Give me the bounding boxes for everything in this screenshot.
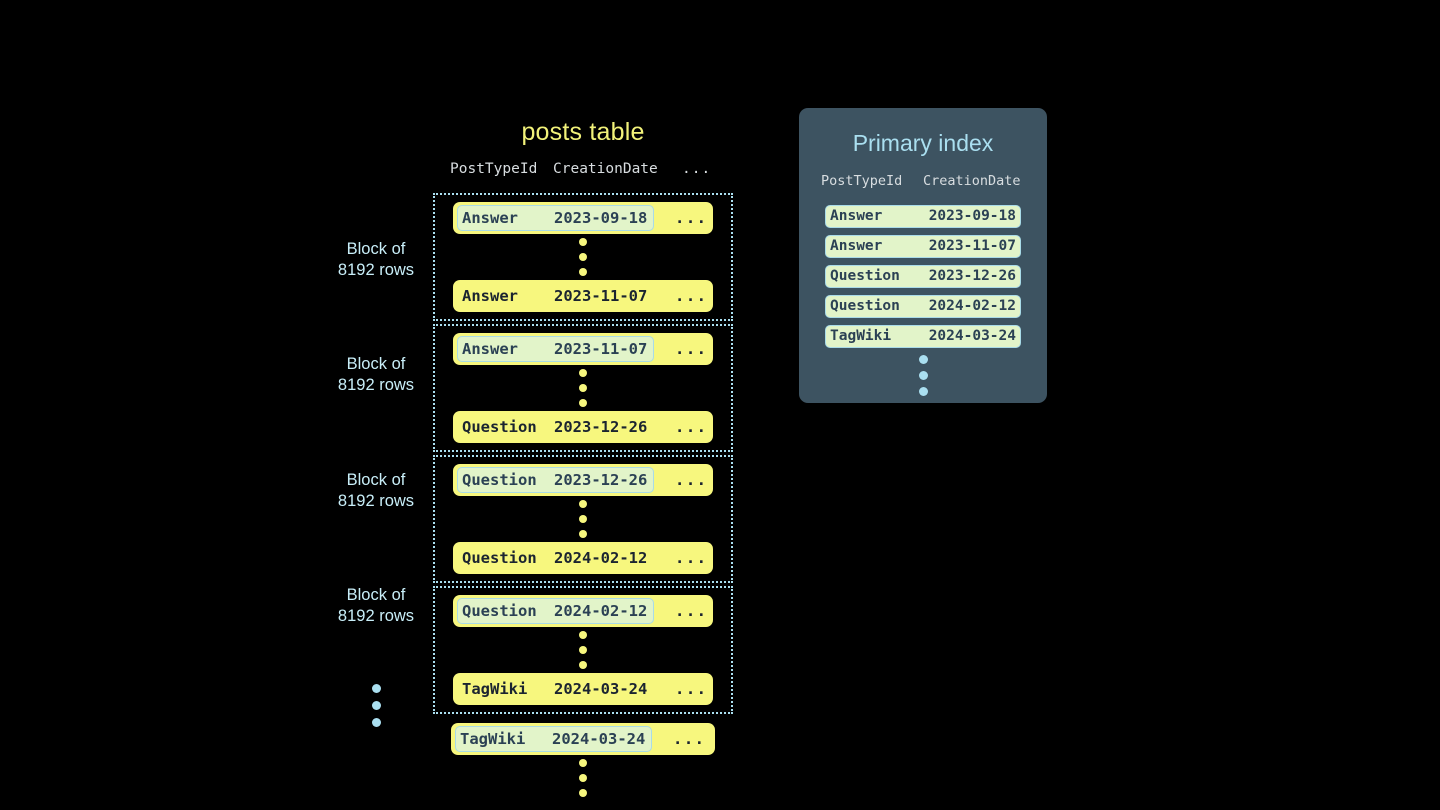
- cell-more: ...: [675, 287, 708, 305]
- cell-posttypeid: Answer: [462, 287, 518, 305]
- block-label-4: Block of 8192 rows: [337, 586, 415, 625]
- cell-more: ...: [675, 340, 708, 358]
- cell-posttypeid: Answer: [830, 238, 883, 254]
- posts-table-group: posts table PostTypeId CreationDate ... …: [433, 118, 733, 801]
- cell-posttypeid: Question: [462, 549, 537, 567]
- cell-posttypeid: Question: [462, 602, 537, 620]
- cell-posttypeid: TagWiki: [462, 680, 528, 698]
- index-mark-highlight: [457, 467, 654, 493]
- posts-table-column-headers: PostTypeId CreationDate ...: [433, 161, 733, 183]
- column-header-posttypeid: PostTypeId: [450, 161, 538, 177]
- cell-creationdate: 2024-03-24: [554, 680, 648, 698]
- cell-more: ...: [675, 209, 708, 227]
- cell-creationdate: 2023-09-18: [928, 208, 1016, 224]
- block-2: Answer 2023-11-07 ... Question 2023-12-2…: [433, 324, 733, 452]
- index-column-header-creationdate: CreationDate: [923, 173, 1021, 189]
- index-entry-row: TagWiki 2024-03-24: [825, 325, 1021, 348]
- block-3: Question 2023-12-26 ... Question 2024-02…: [433, 455, 733, 583]
- cell-more: ...: [673, 730, 706, 748]
- cell-creationdate: 2023-12-26: [554, 471, 648, 489]
- cell-posttypeid: TagWiki: [830, 328, 892, 344]
- table-row: Question 2024-02-12 ...: [453, 542, 713, 574]
- table-row: Question 2024-02-12 ...: [453, 595, 713, 627]
- index-column-header-posttypeid: PostTypeId: [821, 173, 903, 189]
- trailing-row-group: TagWiki 2024-03-24 ...: [433, 723, 733, 801]
- cell-creationdate: 2023-11-07: [554, 287, 648, 305]
- index-mark-highlight: [457, 205, 654, 231]
- cell-creationdate: 2024-03-24: [552, 730, 646, 748]
- table-row: Answer 2023-11-07 ...: [453, 333, 713, 365]
- cell-posttypeid: Question: [830, 268, 900, 284]
- table-row: TagWiki 2024-03-24 ...: [451, 723, 715, 755]
- primary-index-entries: Answer 2023-09-18 Answer 2023-11-07 Ques…: [799, 205, 1047, 396]
- cell-more: ...: [675, 680, 708, 698]
- index-entry-row: Answer 2023-09-18: [825, 205, 1021, 228]
- cell-creationdate: 2023-12-26: [928, 268, 1016, 284]
- cell-creationdate: 2023-12-26: [554, 418, 648, 436]
- vertical-ellipsis-icon: [435, 496, 731, 542]
- cell-creationdate: 2024-02-12: [928, 298, 1016, 314]
- index-mark-highlight: [457, 336, 654, 362]
- cell-more: ...: [675, 602, 708, 620]
- vertical-ellipsis-icon: [435, 627, 731, 673]
- blocks-continue-ellipsis-icon: [360, 684, 392, 727]
- block-label-3: Block of 8192 rows: [337, 471, 415, 510]
- primary-index-title: Primary index: [852, 130, 994, 156]
- primary-index-column-headers: PostTypeId CreationDate: [799, 173, 1047, 193]
- primary-index-panel: Primary index PostTypeId CreationDate An…: [799, 108, 1047, 403]
- table-row: TagWiki 2024-03-24 ...: [453, 673, 713, 705]
- index-entry-row: Question 2023-12-26: [825, 265, 1021, 288]
- cell-posttypeid: Answer: [830, 208, 883, 224]
- column-header-more: ...: [682, 161, 712, 177]
- cell-posttypeid: Question: [830, 298, 900, 314]
- cell-posttypeid: Answer: [462, 209, 518, 227]
- table-row: Answer 2023-09-18 ...: [453, 202, 713, 234]
- vertical-ellipsis-icon: [435, 234, 731, 280]
- vertical-ellipsis-icon: [435, 365, 731, 411]
- table-row: Question 2023-12-26 ...: [453, 464, 713, 496]
- cell-more: ...: [675, 549, 708, 567]
- index-mark-highlight: [457, 598, 654, 624]
- column-header-creationdate: CreationDate: [553, 161, 658, 177]
- cell-posttypeid: Question: [462, 418, 537, 436]
- index-entry-row: Answer 2023-11-07: [825, 235, 1021, 258]
- table-row: Answer 2023-11-07 ...: [453, 280, 713, 312]
- cell-creationdate: 2023-09-18: [554, 209, 648, 227]
- posts-table-title: posts table: [521, 118, 645, 146]
- cell-creationdate: 2023-11-07: [554, 340, 648, 358]
- cell-creationdate: 2024-02-12: [554, 602, 648, 620]
- cell-posttypeid: TagWiki: [460, 730, 526, 748]
- block-1: Answer 2023-09-18 ... Answer 2023-11-07 …: [433, 193, 733, 321]
- cell-more: ...: [675, 471, 708, 489]
- cell-more: ...: [675, 418, 708, 436]
- vertical-ellipsis-icon: [433, 755, 733, 801]
- cell-creationdate: 2024-03-24: [928, 328, 1016, 344]
- cell-posttypeid: Answer: [462, 340, 518, 358]
- cell-creationdate: 2023-11-07: [928, 238, 1016, 254]
- cell-creationdate: 2024-02-12: [554, 549, 648, 567]
- block-4: Question 2024-02-12 ... TagWiki 2024-03-…: [433, 586, 733, 714]
- block-label-2: Block of 8192 rows: [337, 355, 415, 394]
- index-continue-ellipsis-icon: [825, 355, 1021, 396]
- table-row: Question 2023-12-26 ...: [453, 411, 713, 443]
- cell-posttypeid: Question: [462, 471, 537, 489]
- block-label-1: Block of 8192 rows: [337, 240, 415, 279]
- index-mark-highlight: [455, 726, 652, 752]
- index-entry-row: Question 2024-02-12: [825, 295, 1021, 318]
